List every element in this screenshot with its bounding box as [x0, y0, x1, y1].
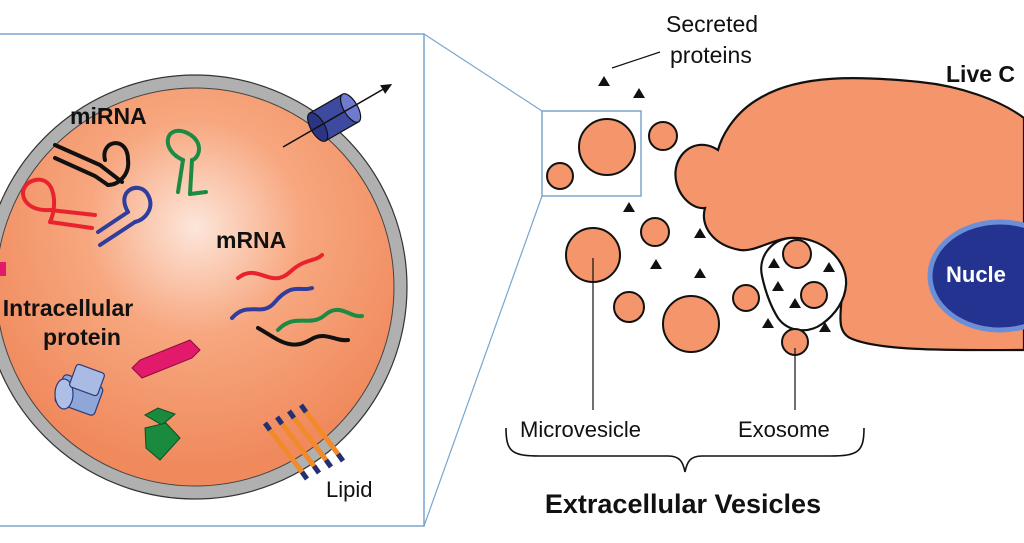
vesicle: [648, 121, 678, 151]
vesicle: [546, 162, 574, 190]
mirna-black-icon: [53, 141, 131, 187]
secreted-pointer: [611, 51, 661, 69]
protein-blue-barrel-icon: [54, 363, 105, 416]
zoom-line-bottom: [423, 195, 543, 527]
live-cell: [674, 77, 1024, 352]
vesicle: [732, 284, 760, 312]
vesicle: [640, 217, 670, 247]
lipid-label: Lipid: [326, 477, 372, 502]
lipid-bilayer-icon: [262, 403, 346, 481]
intracellular-protein-label-line2: protein: [43, 324, 121, 350]
vesicle: [782, 239, 812, 269]
secreted-protein-triangle-icon: [650, 259, 662, 269]
secreted-protein-triangle-icon: [762, 318, 774, 328]
mrna-blue-icon: [230, 286, 314, 320]
mirna-blue-icon: [96, 185, 153, 247]
live-cell-label: Live C: [946, 61, 1015, 87]
mirna-green-icon: [165, 128, 208, 196]
nucleus-label: Nucle: [946, 262, 1006, 287]
zoom-selection-box: [541, 110, 642, 197]
secreted-protein-triangle-icon: [623, 202, 635, 212]
protein-pink-bar-icon: [131, 339, 201, 379]
secreted-protein-triangle-icon: [819, 322, 831, 332]
secreted-label-line1: Secreted: [666, 11, 758, 37]
secreted-protein-triangle-icon: [694, 228, 706, 238]
group-brace: [505, 427, 865, 473]
group-title: Extracellular Vesicles: [545, 489, 821, 519]
extracellular-vesicles: [546, 118, 828, 356]
mrna-red-icon: [236, 253, 324, 281]
secreted-label-line2: proteins: [670, 42, 752, 68]
secreted-protein-triangle-icon: [789, 298, 801, 308]
mirna-red-icon: [21, 177, 97, 230]
vesicle: [613, 291, 645, 323]
protein-green-pair-icon: [143, 407, 181, 461]
secreted-protein-triangle-icon: [633, 88, 645, 98]
secreted-protein-triangle-icon: [772, 281, 784, 291]
secreted-protein-triangle-icon: [768, 258, 780, 268]
vesicle: [578, 118, 636, 176]
mirna-label: miRNA: [70, 103, 147, 129]
mrna-label: mRNA: [216, 227, 286, 253]
microvesicle-label: Microvesicle: [520, 417, 641, 442]
protein-fragment: [0, 262, 6, 276]
intracellular-protein-label-line1: Intracellular: [3, 295, 133, 321]
secreted-protein-triangles: [598, 76, 835, 332]
mrna-black-icon: [256, 326, 350, 347]
vesicle: [662, 295, 720, 353]
exosome-label: Exosome: [738, 417, 830, 442]
mrna-green-icon: [276, 307, 364, 332]
secreted-protein-triangle-icon: [823, 262, 835, 272]
membrane-channel-icon: [282, 84, 393, 148]
exosome-pocket: [760, 236, 848, 332]
nucleus: [927, 219, 1024, 333]
zoom-line-top: [423, 33, 543, 112]
vesicle: [800, 281, 828, 309]
secreted-protein-triangle-icon: [598, 76, 610, 86]
secreted-protein-triangle-icon: [694, 268, 706, 278]
